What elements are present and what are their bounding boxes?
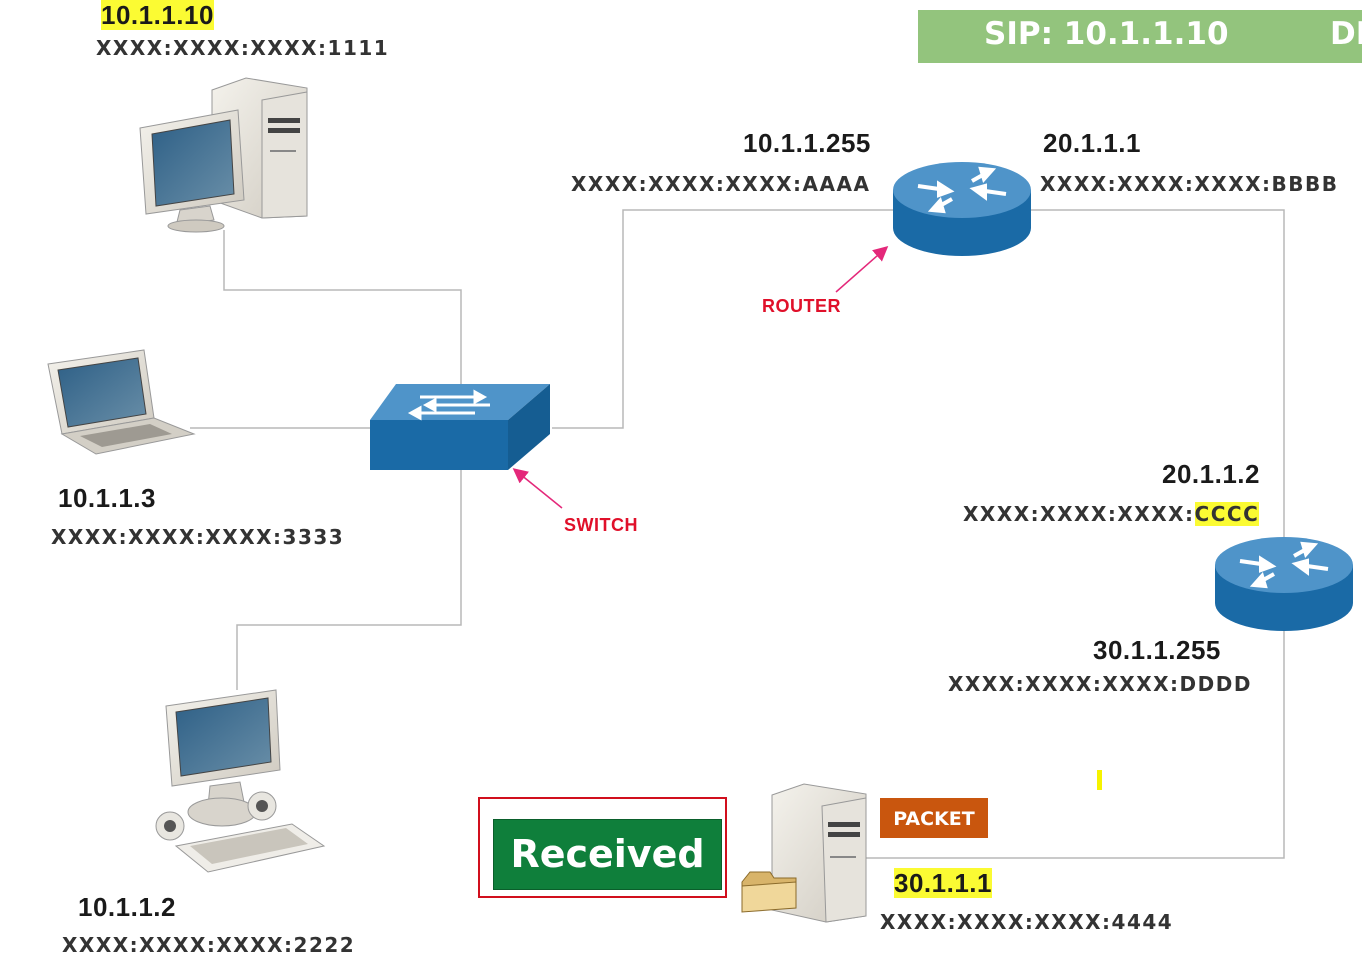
laptop-icon xyxy=(47,349,196,455)
router1-right-mac: XXXX:XXXX:XXXX:BBBB xyxy=(1040,172,1339,196)
router2-mac-suffix: CCCC xyxy=(1194,502,1260,526)
pc1-mac: XXXX:XXXX:XXXX:1111 xyxy=(96,36,390,60)
source-ip-banner: SIP: 10.1.1.10 DI xyxy=(918,10,1362,63)
desktop-pc-2-icon xyxy=(155,689,326,873)
network-links xyxy=(190,209,1285,859)
banner-cut-text: DI xyxy=(1330,16,1362,52)
router2-top-ip: 20.1.1.2 xyxy=(1162,459,1260,489)
pc2-mac: XXXX:XXXX:XXXX:2222 xyxy=(62,933,356,957)
received-status-box: Received xyxy=(478,797,727,898)
router1-right-ip: 20.1.1.1 xyxy=(1043,128,1141,158)
link-router2-server xyxy=(865,630,1285,859)
switch-pointer-arrow xyxy=(512,468,563,509)
source-ip-text: SIP: 10.1.1.10 xyxy=(984,16,1229,52)
server-ip: 30.1.1.1 xyxy=(894,868,992,898)
link-pc2-switch xyxy=(236,470,462,690)
desktop-pc-icon xyxy=(139,77,308,233)
router1-left-ip: 10.1.1.255 xyxy=(743,128,871,158)
link-router1-router2 xyxy=(1030,209,1285,550)
server-icon xyxy=(741,783,867,923)
router-pointer-arrow xyxy=(835,246,889,293)
router2-bottom-ip: 30.1.1.255 xyxy=(1093,635,1221,665)
router1-left-mac: XXXX:XXXX:XXXX:AAAA xyxy=(571,172,871,196)
switch-icon xyxy=(370,384,550,470)
router-label: ROUTER xyxy=(762,296,841,316)
link-switch-router1 xyxy=(552,209,895,429)
pc1-ip: 10.1.1.10 xyxy=(101,0,214,30)
server-mac: XXXX:XXXX:XXXX:4444 xyxy=(880,910,1174,934)
router-2-icon xyxy=(1215,537,1353,631)
router-1-icon xyxy=(893,162,1031,256)
router2-top-mac: XXXX:XXXX:XXXX:CCCC xyxy=(963,502,1260,526)
laptop-ip: 10.1.1.3 xyxy=(58,483,156,513)
router2-bottom-mac: XXXX:XXXX:XXXX:DDDD xyxy=(948,672,1252,696)
pc2-ip: 10.1.1.2 xyxy=(78,892,176,922)
laptop-mac: XXXX:XXXX:XXXX:3333 xyxy=(51,525,345,549)
packet-badge: PACKET xyxy=(880,798,988,838)
received-stamp: Received xyxy=(493,819,722,890)
switch-label: SWITCH xyxy=(564,515,638,535)
text-cursor-highlight xyxy=(1097,770,1102,790)
link-pc1-switch xyxy=(223,230,462,425)
